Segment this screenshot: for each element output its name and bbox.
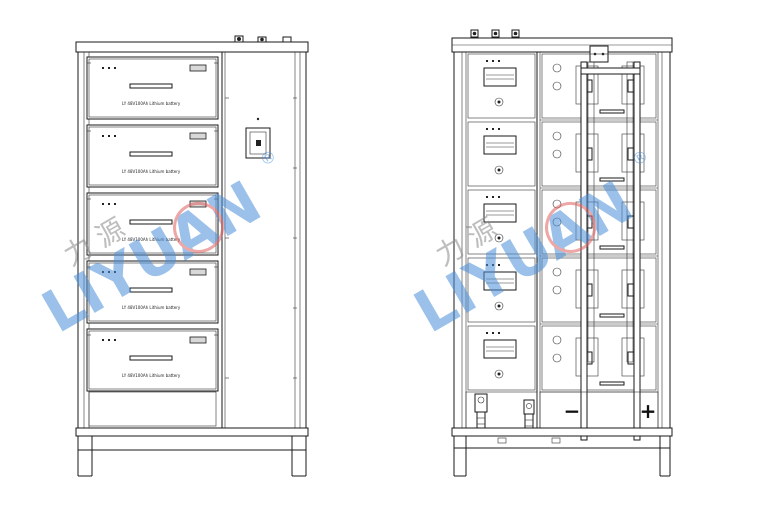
battery-module-front: LY 48V100Ah Lithium battery xyxy=(86,56,219,120)
front-modules: LY 48V100Ah Lithium battery LY 48V100Ah L… xyxy=(86,56,219,392)
module-handle xyxy=(129,355,173,361)
battery-module-front: LY 48V100Ah Lithium battery xyxy=(86,124,219,188)
rear-connector xyxy=(494,301,504,311)
breaker-box xyxy=(245,117,271,159)
module-label: LY 48V100Ah Lithium battery xyxy=(122,373,181,378)
rear-top-terminals xyxy=(470,29,520,38)
right-post-ticks xyxy=(225,97,297,379)
battery-module-front: LY 48V100Ah Lithium battery xyxy=(86,260,219,324)
cable-gland-right xyxy=(523,399,535,437)
top-frame xyxy=(75,41,309,53)
module-handle xyxy=(129,219,173,225)
battery-module-rear xyxy=(467,325,658,393)
bms-display xyxy=(483,271,517,291)
positive-terminal-sign: + xyxy=(640,399,657,423)
module-handle xyxy=(129,83,173,89)
rear-connector xyxy=(494,233,504,243)
bms-display xyxy=(483,339,517,359)
rear-view-cabinet: − + xyxy=(451,29,673,477)
rear-connector xyxy=(494,97,504,107)
bms-display xyxy=(483,135,517,155)
module-label: LY 48V100Ah Lithium battery xyxy=(122,101,181,106)
module-handle xyxy=(129,151,173,157)
bms-display xyxy=(483,203,517,223)
rear-connector xyxy=(494,369,504,379)
battery-module-front: LY 48V100Ah Lithium battery xyxy=(86,328,219,392)
module-label: LY 48V100Ah Lithium battery xyxy=(122,305,181,310)
base-frame xyxy=(75,427,309,437)
cable-gland-left xyxy=(474,393,488,437)
watermark-logo-circle xyxy=(173,201,225,253)
module-handle xyxy=(129,287,173,293)
top-terminals xyxy=(234,35,292,43)
rear-connector xyxy=(494,165,504,175)
module-label: LY 48V100Ah Lithium battery xyxy=(122,237,181,242)
bms-display xyxy=(483,67,517,87)
negative-terminal-sign: − xyxy=(564,399,581,423)
front-view-cabinet: LY 48V100Ah Lithium battery LY 48V100Ah L… xyxy=(75,35,309,477)
watermark-logo-circle xyxy=(545,201,597,253)
battery-module-rear xyxy=(467,53,658,121)
module-label: LY 48V100Ah Lithium battery xyxy=(122,169,181,174)
